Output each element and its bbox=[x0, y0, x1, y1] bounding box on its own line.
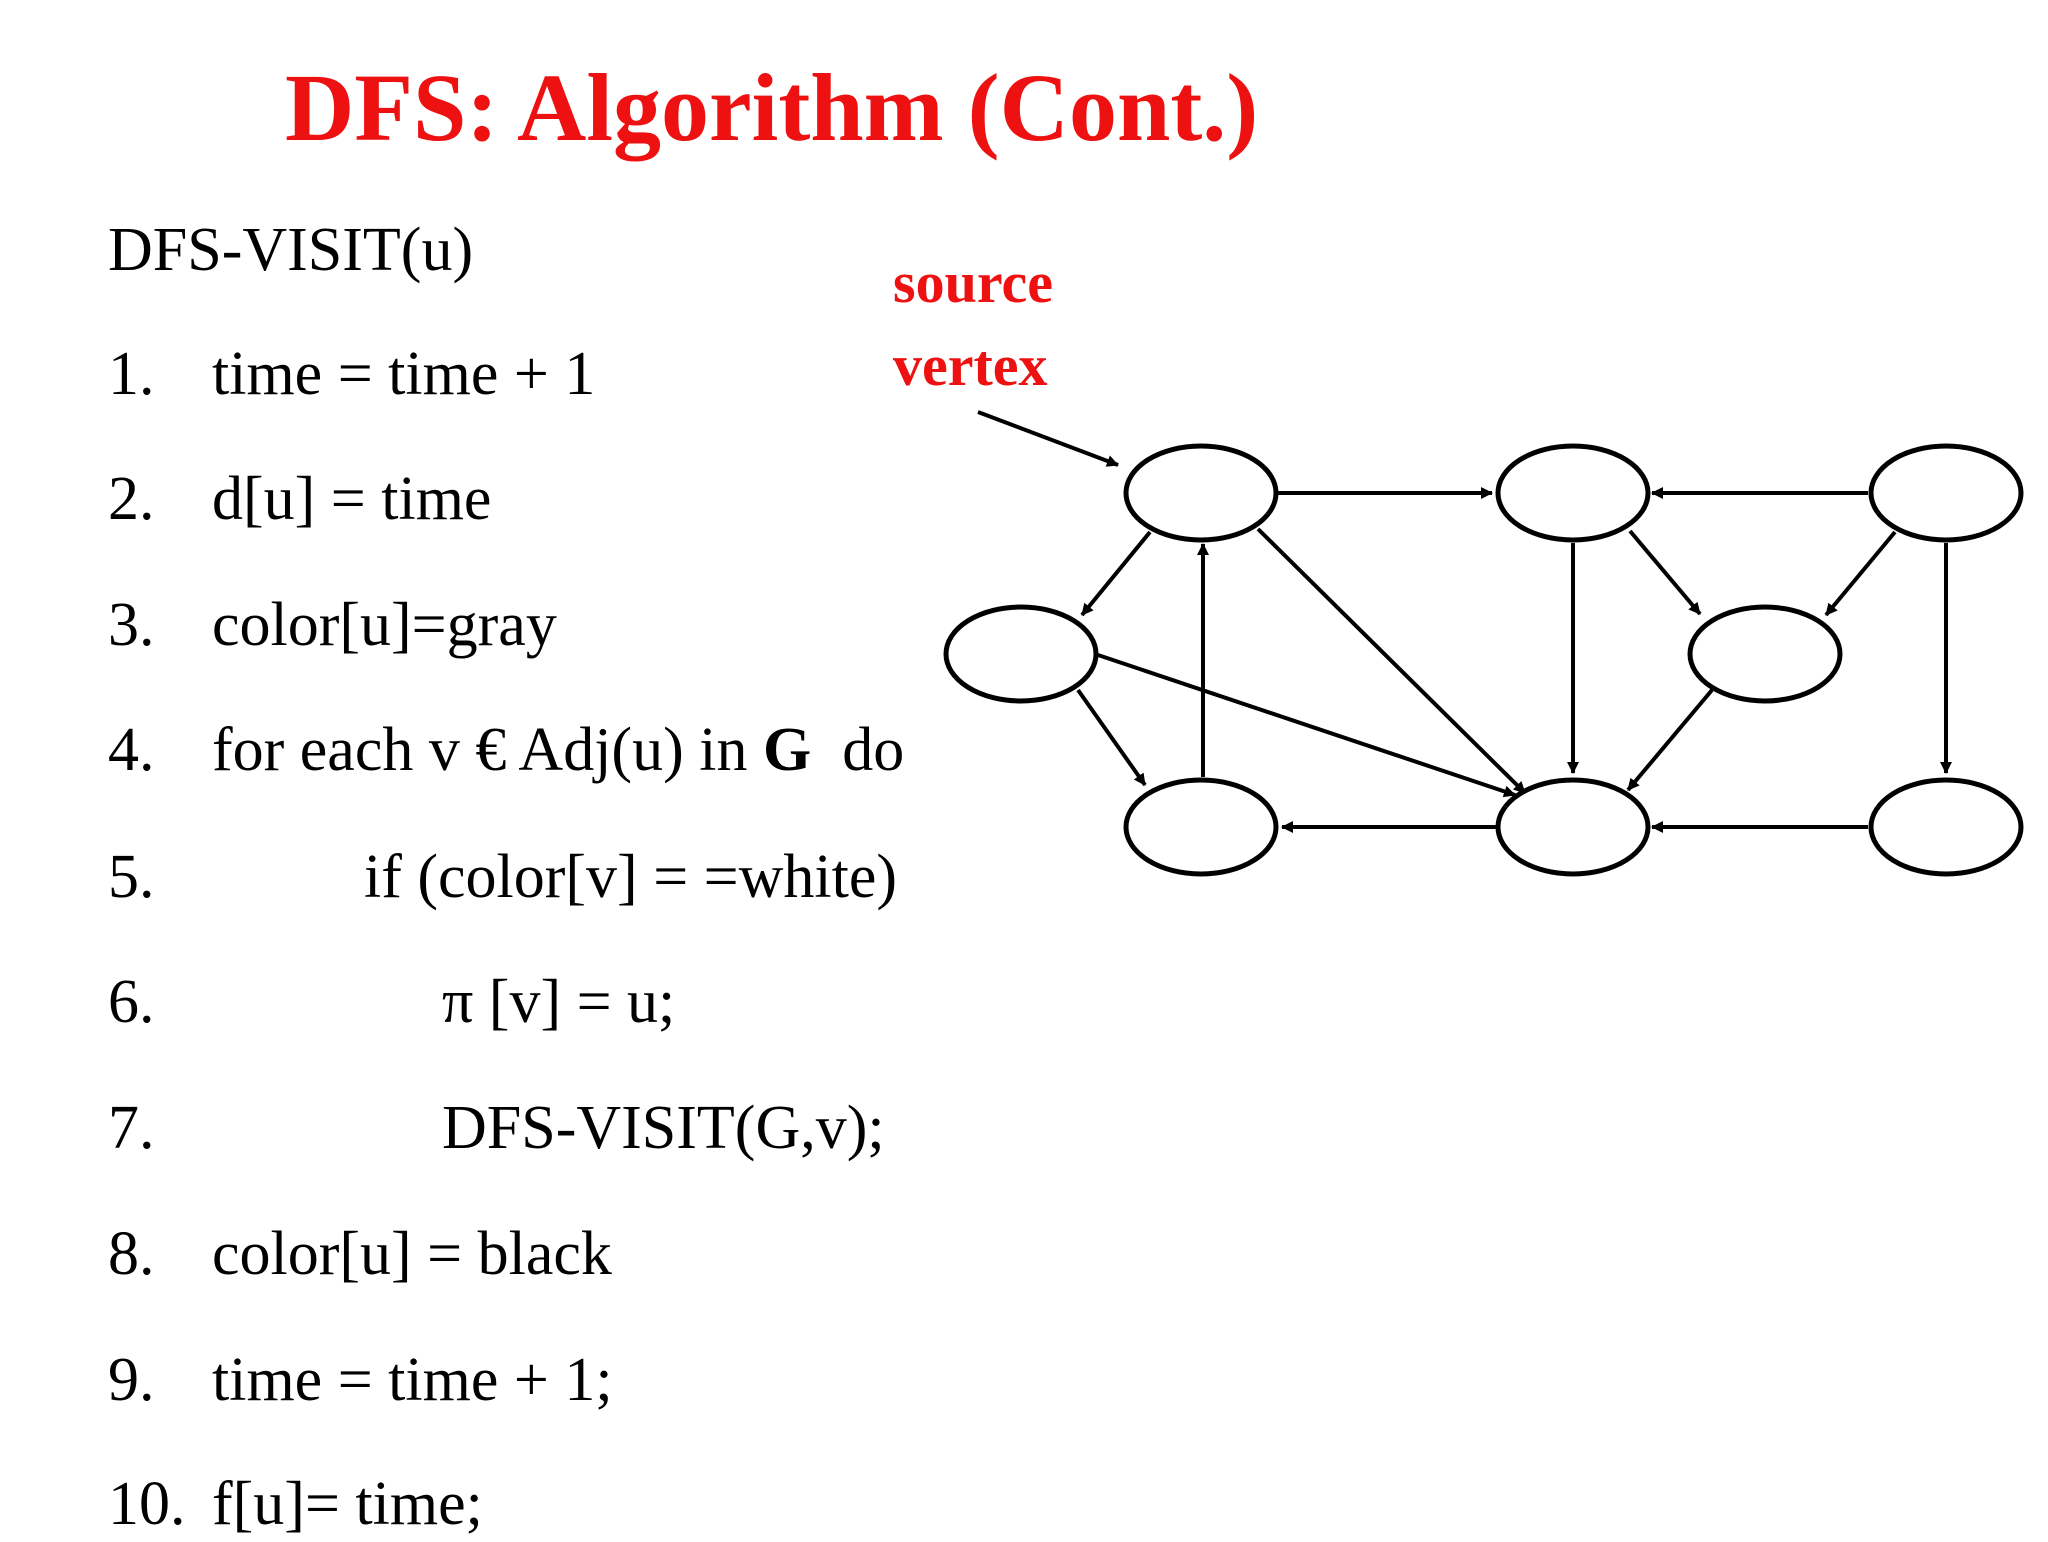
graph-edge bbox=[1628, 529, 1702, 616]
graph-node bbox=[943, 604, 1099, 704]
line-text: DFS-VISIT(G,v); bbox=[442, 1094, 885, 1162]
source-vertex-label-line1: source bbox=[893, 250, 1053, 315]
line-number: 3. bbox=[108, 591, 155, 659]
line-text: time = time + 1; bbox=[212, 1346, 613, 1414]
slide-title: DFS: Algorithm (Cont.) bbox=[285, 54, 1259, 161]
source-pointer-arrow bbox=[977, 410, 1119, 467]
line-text: color[u] = black bbox=[212, 1220, 612, 1288]
line-text: for each v € Adj(u) in G do bbox=[212, 712, 904, 788]
line-text-suffix: do bbox=[811, 716, 905, 784]
graph-edge bbox=[1080, 530, 1152, 617]
line-number: 6. bbox=[108, 968, 155, 1036]
line-number: 10. bbox=[108, 1470, 186, 1538]
line-number: 2. bbox=[108, 465, 155, 533]
graph-node bbox=[1687, 604, 1843, 704]
line-text: f[u]= time; bbox=[212, 1470, 483, 1538]
line-number: 4. bbox=[108, 716, 155, 784]
line-number: 1. bbox=[108, 340, 155, 408]
line-text: π [v] = u; bbox=[442, 968, 676, 1036]
graph-edge bbox=[1626, 688, 1714, 792]
line-number: 9. bbox=[108, 1346, 155, 1414]
graph-symbol: G bbox=[762, 716, 812, 784]
line-number: 5. bbox=[108, 843, 155, 911]
graph-node bbox=[1495, 777, 1651, 877]
edges bbox=[1076, 487, 1952, 833]
source-vertex-label-line2: vertex bbox=[893, 333, 1048, 398]
line-text: d[u] = time bbox=[212, 465, 492, 533]
line-text-prefix: for each v € Adj(u) in bbox=[212, 716, 763, 784]
line-number: 8. bbox=[108, 1220, 155, 1288]
line-number: 7. bbox=[108, 1094, 155, 1162]
line-text: color[u]=gray bbox=[212, 591, 557, 659]
graph-node bbox=[1495, 443, 1651, 543]
graph-edge bbox=[1824, 530, 1897, 617]
graph-node bbox=[1868, 777, 2024, 877]
pseudocode-block: DFS-VISIT(u) 1. time = time + 1 2. d[u] … bbox=[108, 0, 1108, 1538]
graph-edge bbox=[1256, 527, 1527, 795]
graph-edge bbox=[1097, 653, 1516, 798]
procedure-header-text: DFS-VISIT(u) bbox=[108, 216, 474, 284]
graph-node bbox=[1123, 777, 1279, 877]
line-text: time = time + 1 bbox=[212, 340, 596, 408]
graph-node-source bbox=[1123, 443, 1279, 543]
line-text: if (color[v] = =white) bbox=[364, 843, 898, 911]
nodes bbox=[943, 443, 2024, 877]
graph-edge bbox=[1076, 688, 1147, 787]
graph-node bbox=[1868, 443, 2024, 543]
